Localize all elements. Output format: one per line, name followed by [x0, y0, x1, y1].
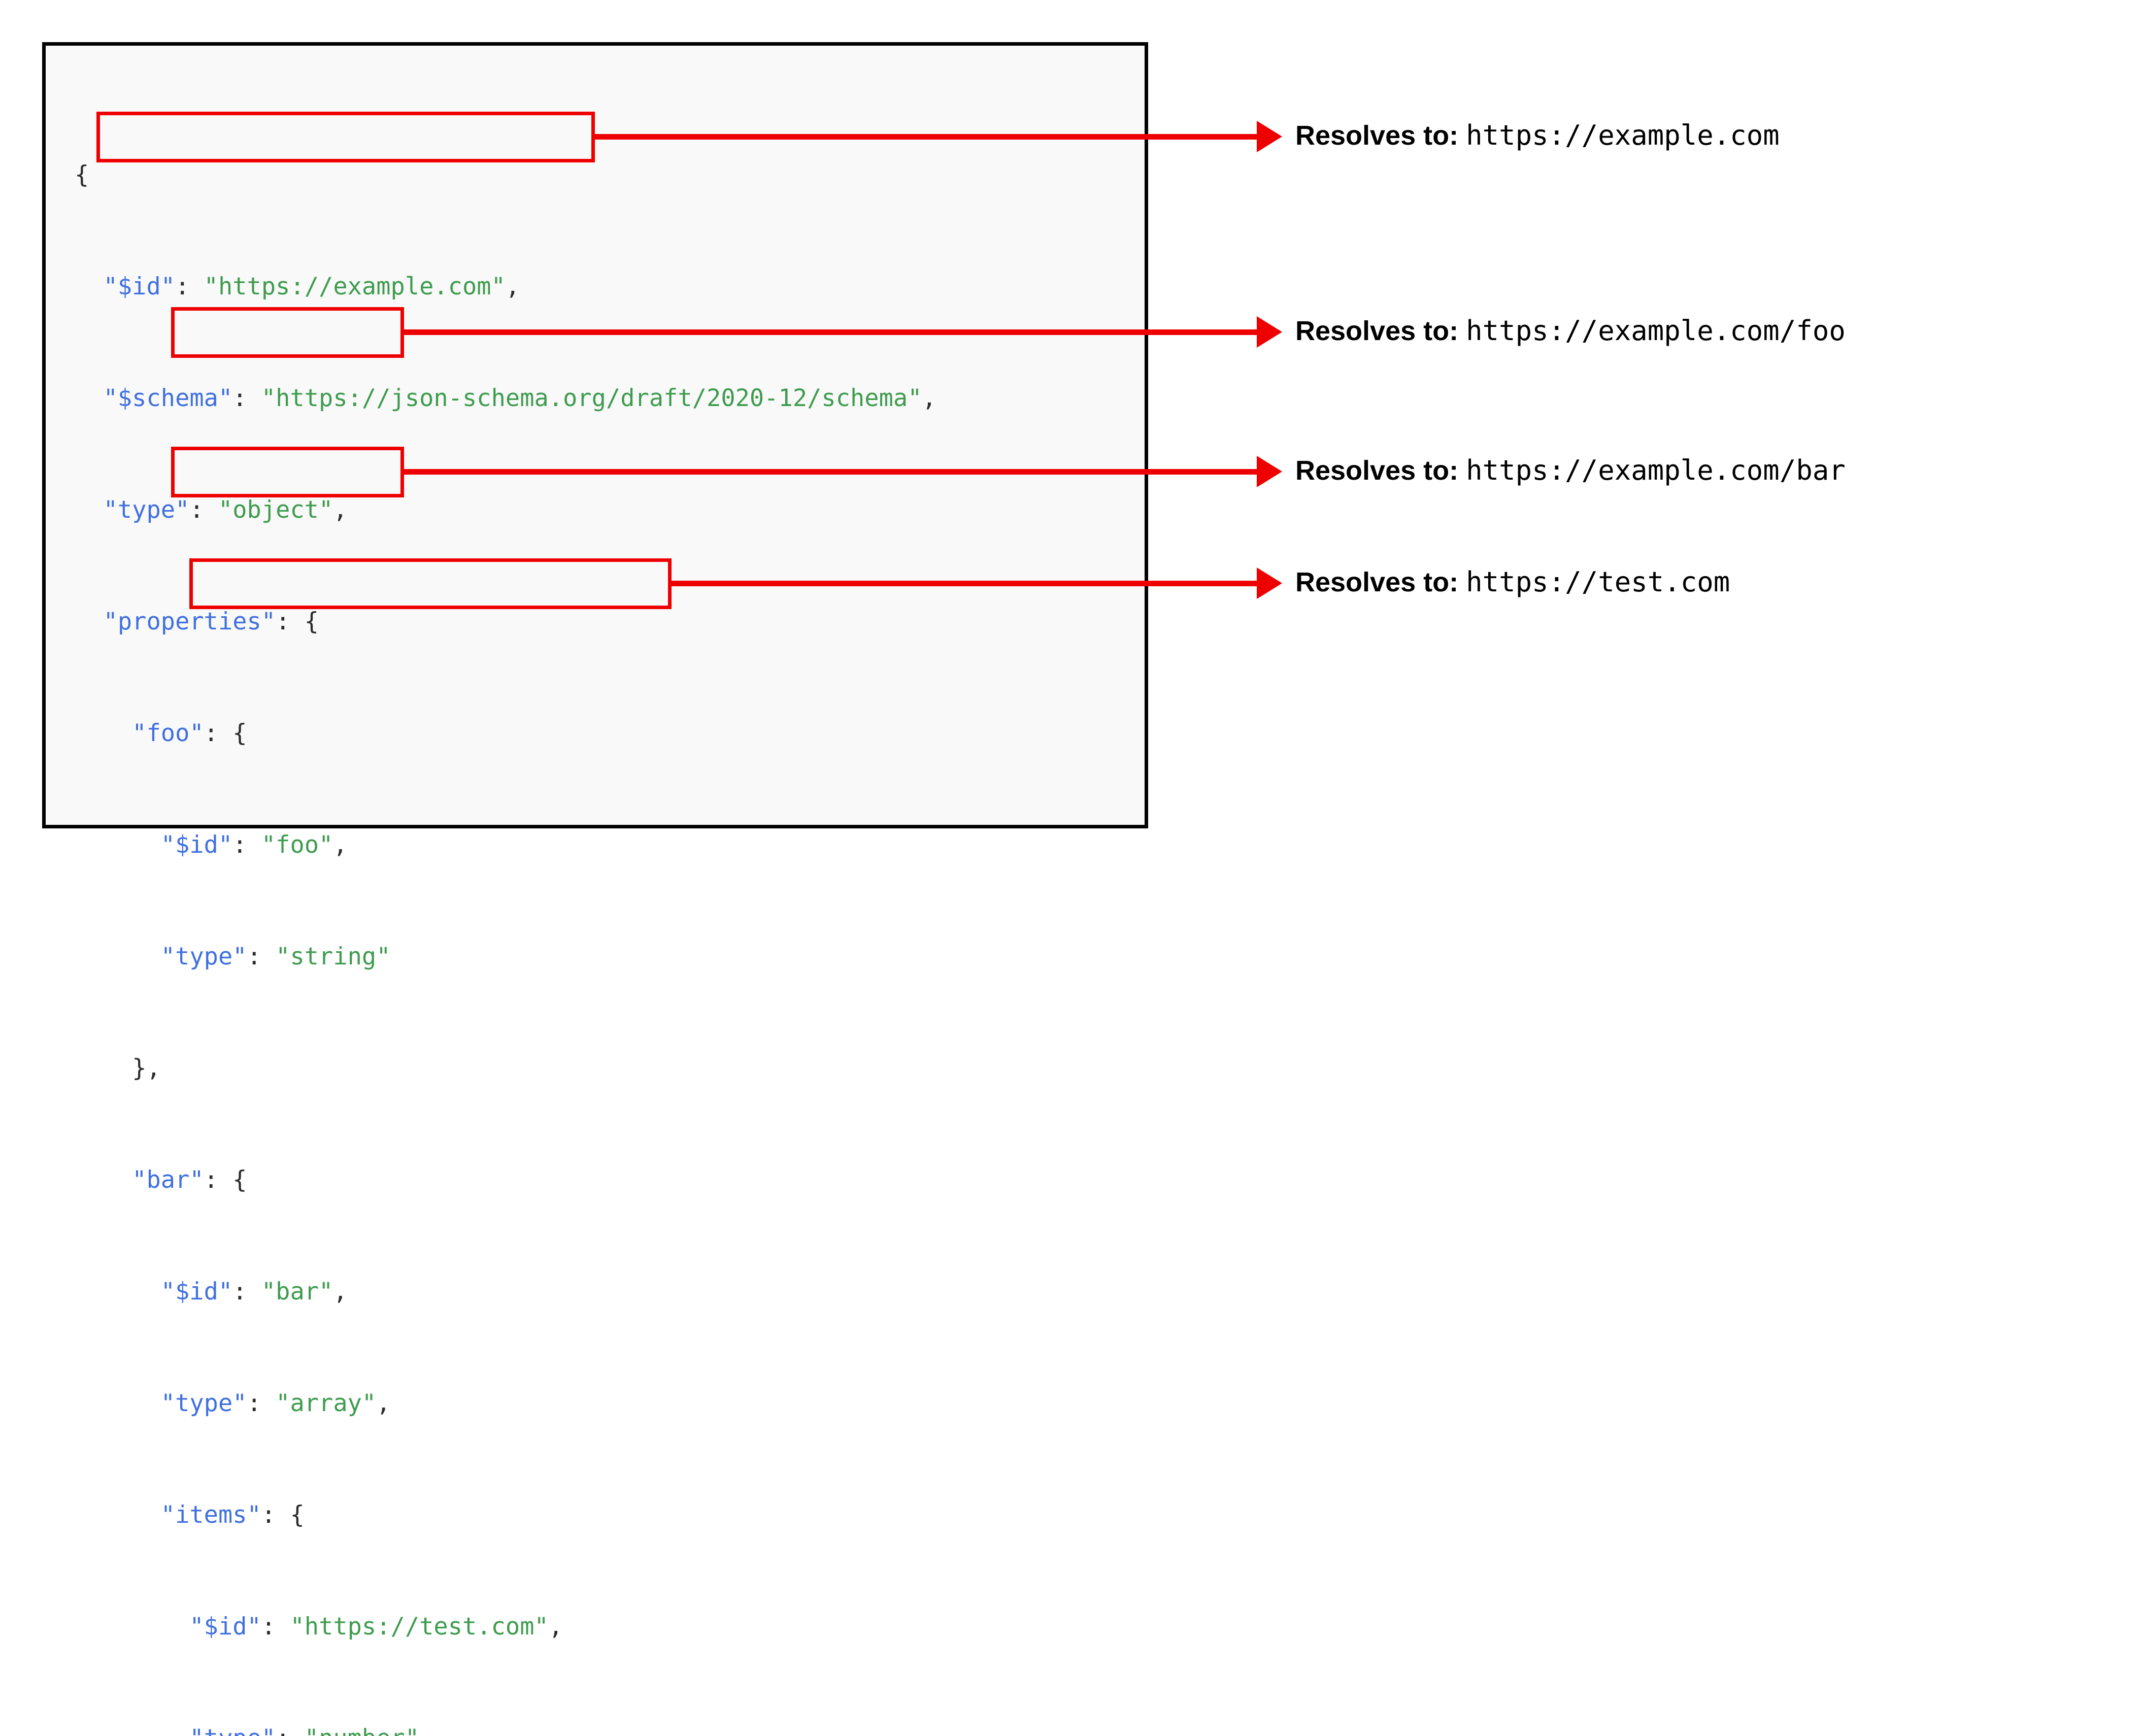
code-token-key: "type" — [160, 943, 247, 971]
code-token-key: "foo" — [132, 719, 204, 747]
code-token-key: "$id" — [160, 831, 233, 859]
arrow-head-3 — [1257, 456, 1282, 487]
code-token-key: "type" — [103, 496, 190, 524]
annotation-label: Resolves to: — [1295, 316, 1466, 346]
code-line: "items": { — [75, 1501, 936, 1529]
code-token-sep: : — [204, 719, 233, 747]
code-token-key: "$id" — [160, 1278, 233, 1306]
code-token-string: "object" — [218, 496, 333, 524]
code-line: "properties": { — [75, 608, 936, 636]
code-token-trail: , — [548, 1613, 563, 1641]
connector-line-1 — [592, 134, 1259, 140]
code-token-trail: { — [232, 1166, 247, 1194]
code-line: "type": "object", — [75, 496, 936, 524]
annotation-url: https://example.com/bar — [1466, 454, 1846, 486]
code-token-sep: : — [232, 384, 261, 412]
code-token-key: "$schema" — [103, 384, 233, 412]
code-token-key: "items" — [160, 1501, 261, 1529]
code-token-key: "type" — [160, 1389, 247, 1417]
code-token-key: "properties" — [103, 608, 276, 636]
code-token-sep: : — [189, 496, 218, 524]
code-token-sep: : — [276, 1724, 305, 1736]
connector-line-3 — [401, 469, 1259, 475]
code-token-punct: }, — [132, 1054, 161, 1082]
code-token-trail: , — [333, 831, 348, 859]
code-line: "bar": { — [75, 1166, 936, 1194]
code-line: "$schema": "https://json-schema.org/draf… — [75, 384, 936, 412]
code-line: "$id": "https://test.com", — [75, 1613, 936, 1641]
connector-line-4 — [669, 581, 1259, 586]
connector-line-2 — [401, 329, 1259, 335]
code-token-key: "bar" — [132, 1166, 204, 1194]
code-token-string: "https://json-schema.org/draft/2020-12/s… — [261, 384, 922, 412]
annotation-resolves-to-3: Resolves to: https://example.com/bar — [1295, 454, 1846, 486]
annotation-resolves-to-4: Resolves to: https://test.com — [1295, 569, 1730, 596]
code-token-sep: : — [175, 273, 204, 301]
code-line: "$id": "foo", — [75, 831, 936, 859]
code-token-trail: { — [290, 1501, 305, 1529]
arrow-head-4 — [1257, 567, 1282, 599]
code-line: "type": "string" — [75, 943, 936, 971]
code-token-string: "https://test.com" — [290, 1613, 549, 1641]
code-token-sep: : — [261, 1501, 290, 1529]
code-token-trail: , — [922, 384, 936, 412]
code-line: "type": "array", — [75, 1389, 936, 1417]
annotation-label: Resolves to: — [1295, 120, 1466, 151]
json-schema-code-panel: { "$id": "https://example.com", "$schema… — [42, 42, 1148, 1736]
code-token-trail: , — [376, 1389, 391, 1417]
code-token-string: "number" — [305, 1724, 419, 1736]
annotation-label: Resolves to: — [1295, 567, 1466, 597]
code-token-sep: : — [261, 1613, 290, 1641]
annotation-url: https://test.com — [1466, 566, 1730, 598]
code-token-punct: { — [75, 161, 89, 189]
arrow-head-2 — [1257, 316, 1282, 348]
code-token-trail: , — [505, 273, 520, 301]
code-token-string: "bar" — [261, 1278, 333, 1306]
annotation-url: https://example.com/foo — [1466, 315, 1846, 347]
code-line: { — [75, 161, 936, 189]
code-token-sep: : — [204, 1166, 233, 1194]
annotation-url: https://example.com — [1466, 119, 1780, 151]
code-token-string: "string" — [276, 943, 391, 971]
code-token-trail: { — [232, 719, 247, 747]
code-token-sep: : — [276, 608, 305, 636]
code-token-key: "$id" — [189, 1613, 261, 1641]
code-line: "$id": "https://example.com", — [75, 273, 936, 301]
code-token-string: "foo" — [261, 831, 333, 859]
code-token-sep: : — [247, 943, 276, 971]
code-line: }, — [75, 1054, 936, 1082]
code-token-string: "array" — [276, 1389, 377, 1417]
code-token-trail: { — [304, 608, 319, 636]
code-token-trail: , — [333, 1278, 348, 1306]
code-line: "foo": { — [75, 719, 936, 747]
code-block: { "$id": "https://example.com", "$schema… — [75, 77, 936, 1736]
code-line: "type": "number" — [75, 1724, 936, 1736]
code-token-key: "type" — [189, 1724, 276, 1736]
code-token-sep: : — [232, 831, 261, 859]
code-line: "$id": "bar", — [75, 1278, 936, 1306]
code-token-sep: : — [247, 1389, 276, 1417]
code-token-trail: , — [333, 496, 348, 524]
annotation-label: Resolves to: — [1295, 455, 1466, 486]
arrow-head-1 — [1257, 121, 1282, 152]
code-token-key: "$id" — [103, 273, 176, 301]
annotation-resolves-to-2: Resolves to: https://example.com/foo — [1295, 317, 1846, 345]
annotation-resolves-to-1: Resolves to: https://example.com — [1295, 119, 1780, 151]
code-token-sep: : — [232, 1278, 261, 1306]
code-token-string: "https://example.com" — [204, 273, 506, 301]
